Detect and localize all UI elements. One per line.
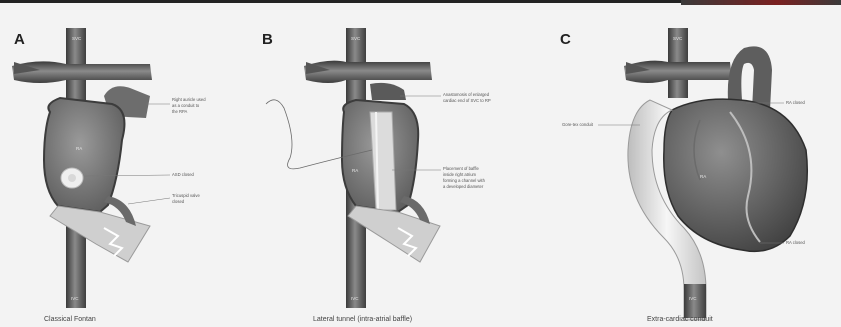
panel-a-svc-label: SVC xyxy=(72,36,82,41)
panel-a-annot-5: Tricuspid valve xyxy=(172,193,200,198)
panel-b-ivc-label: IVC xyxy=(351,296,359,301)
panel-b-annot-2: cardiac end of SVC to RP xyxy=(443,98,491,103)
panel-b-annot-4: inside right atrium xyxy=(443,172,477,177)
panel-b-svc-label: SVC xyxy=(351,36,361,41)
panel-c-pulmonary-artery xyxy=(624,61,732,83)
panel-a-annot-1: Right auricle used xyxy=(172,97,206,102)
panel-c-ivc xyxy=(684,284,706,318)
panel-c-svc-label: SVC xyxy=(673,36,683,41)
panel-a-annot-3: the RPA xyxy=(172,109,187,114)
panel-a-right-atrium xyxy=(44,98,124,212)
panel-a-leader-3 xyxy=(128,198,170,204)
panel-a-annot-4: ASD closed xyxy=(172,172,195,177)
panel-b-annot-1: Anastomosis of enlarged xyxy=(443,92,490,97)
panel-b-annot-6: a developed diameter xyxy=(443,184,484,189)
panel-c-ivc-label: IVC xyxy=(689,296,697,301)
panel-a-annot-2: as a conduit to xyxy=(172,103,200,108)
panel-a-letter: A xyxy=(14,31,25,48)
panel-b-letter: B xyxy=(262,31,273,48)
panel-c-ra-label: RA xyxy=(700,174,706,179)
panel-c-annot-3: RA closed xyxy=(786,240,806,245)
panel-c-heart xyxy=(664,99,808,251)
panel-b-ra-label: RA xyxy=(352,168,358,173)
panel-c: C SVC RA IVC Gore-tex conduit RA closed xyxy=(560,28,807,323)
panel-c-annot-2: RA closed xyxy=(786,100,806,105)
panel-a-annot-6: closed xyxy=(172,199,185,204)
panel-a-caption: Classical Fontan xyxy=(44,316,96,323)
panel-c-letter: C xyxy=(560,31,571,48)
panel-c-annot-1: Gore-tex conduit xyxy=(562,122,594,127)
panel-b-annot-5: forming a channel with xyxy=(443,178,486,183)
panel-a-pulmonary-artery xyxy=(12,61,152,83)
panel-b-anastomosis xyxy=(370,83,406,100)
panel-c-caption: Extra-cardiac conduit xyxy=(647,316,713,323)
panel-a-asd-center xyxy=(68,174,76,182)
panel-a: A SVC RA IVC Right auricle used as a con… xyxy=(12,28,206,323)
panel-b-annot-3: Placement of baffle xyxy=(443,166,479,171)
panel-b-caption: Lateral tunnel (intra-atrial baffle) xyxy=(313,316,412,323)
panel-a-ventricle-cut xyxy=(50,206,150,262)
panel-b-pulmonary-artery xyxy=(304,61,432,83)
panel-a-ivc-label: IVC xyxy=(71,296,79,301)
panel-a-ra-label: RA xyxy=(76,146,82,151)
panel-b: B SVC RA IVC Anastomosis of enlarged car… xyxy=(262,28,491,323)
